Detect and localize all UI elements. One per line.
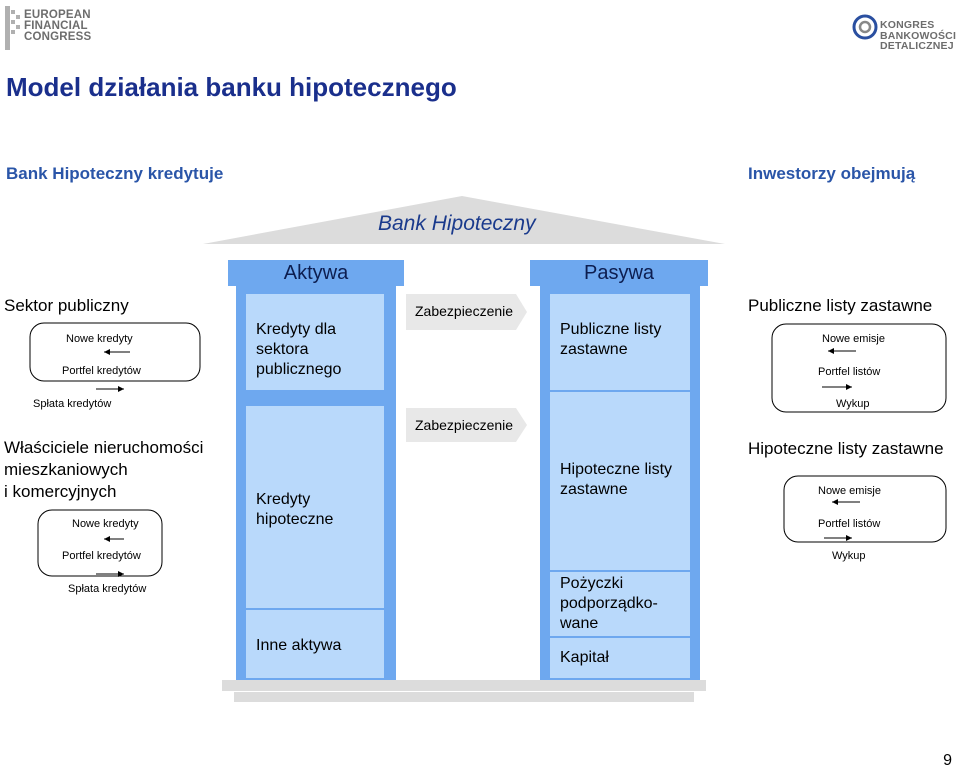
liabilities-cell-mortgage: Hipoteczne listy zastawne: [550, 392, 690, 570]
left-sector-label-line: Właściciele nieruchomości: [4, 438, 204, 457]
kbd-logo: KONGRES BANKOWOŚCI DETALICZNEJ: [852, 14, 956, 56]
efc-logo-line: CONGRESS: [24, 31, 92, 43]
liabilities-header: Pasywa: [530, 260, 708, 286]
assets-cell-other: Inne aktywa: [246, 610, 384, 678]
collateral-label: Zabezpieczenie: [415, 417, 514, 433]
left-sector-label: Właściciele nieruchomości mieszkaniowych…: [4, 437, 203, 503]
subordinated-line: podporządko-: [560, 595, 658, 612]
kbd-logo-line: KONGRES: [880, 19, 935, 31]
right-sector-label: Publiczne listy zastawne: [748, 296, 933, 315]
loop-portfolio-label: Portfel listów: [818, 518, 881, 530]
liabilities-cell-capital: Kapitał: [550, 638, 690, 678]
right-heading: Inwestorzy obejmują: [748, 164, 916, 183]
bank-title: Bank Hipoteczny: [378, 212, 536, 235]
collateral-arrow-icon: [406, 294, 527, 330]
loop-new-label: Nowe emisje: [822, 333, 885, 345]
assets-cell-mortgage: Kredyty hipoteczne: [246, 406, 384, 608]
left-sector-label-line: mieszkaniowych: [4, 460, 128, 479]
efc-flag-icon: [5, 6, 20, 50]
left-heading: Bank Hipoteczny kredytuje: [6, 164, 224, 183]
loop-buyback-label: Wykup: [832, 550, 866, 562]
loop-buyback-label: Wykup: [836, 398, 870, 410]
kbd-circle-icon: [852, 14, 878, 40]
assets-cell-public: Kredyty dla sektora publicznego: [246, 294, 384, 390]
subordinated-line: wane: [560, 615, 599, 632]
assets-header: Aktywa: [228, 260, 404, 286]
left-sector-label-line: i komercyjnych: [4, 482, 117, 501]
efc-logo-line: FINANCIAL: [24, 20, 88, 32]
left-sector-label: Sektor publiczny: [4, 296, 129, 315]
loop-portfolio-label: Portfel listów: [818, 366, 881, 378]
liabilities-cell-subordinated: Pożyczki podporządko- wane: [550, 572, 690, 636]
loop-new-label: Nowe kredyty: [72, 518, 139, 530]
right-sector-label: Hipoteczne listy zastawne: [748, 439, 944, 458]
efc-logo-line: EUROPEAN: [24, 9, 91, 21]
loop-new-label: Nowe kredyty: [66, 333, 133, 345]
loop-repay-label: Spłata kredytów: [33, 398, 112, 410]
loop-repay-label: Spłata kredytów: [68, 583, 147, 595]
subordinated-line: Pożyczki: [560, 575, 624, 592]
liabilities-cell-public: Publiczne listy zastawne: [550, 294, 690, 390]
collateral-label: Zabezpieczenie: [415, 303, 514, 319]
efc-logo: EUROPEAN FINANCIAL CONGRESS: [0, 0, 100, 56]
loop-new-label: Nowe emisje: [818, 485, 881, 497]
loop-portfolio-label: Portfel kredytów: [62, 550, 141, 562]
kbd-logo-line: BANKOWOŚCI: [880, 29, 957, 42]
collateral-arrow-icon: [406, 408, 527, 442]
page-number: 9: [943, 752, 952, 769]
loop-portfolio-label: Portfel kredytów: [62, 365, 141, 377]
kbd-logo-line: DETALICZNEJ: [880, 40, 954, 52]
page-title: Model działania banku hipotecznego: [6, 72, 457, 102]
